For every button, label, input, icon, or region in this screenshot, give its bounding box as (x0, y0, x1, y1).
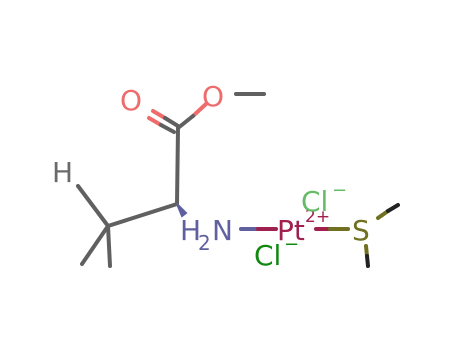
atom-cl-bottom: Cl (254, 239, 281, 272)
atom-o-ester: O (202, 80, 224, 113)
bond-o-ester-carbonyl-c-2 (176, 114, 195, 130)
bond-alpha-n-wedge (176, 203, 188, 218)
atom-cl-top: Cl (301, 185, 328, 218)
bond-carbonyl-double-1 (151, 109, 167, 120)
atom-pt: Pt (277, 214, 305, 247)
atom-cl-top-charge: − (332, 180, 347, 201)
atom-s: S (352, 214, 370, 247)
bond-carbonyl-double-2 (147, 116, 163, 127)
atom-h-stereo: H (52, 156, 73, 189)
bond-alpha-tert (106, 202, 179, 228)
bond-carbonyl-double-2b (159, 123, 176, 134)
bond-o-ester-carbonyl-c (191, 102, 208, 118)
bond-tert-methyl-2 (106, 224, 112, 268)
atom-nh2-h: H (180, 214, 201, 247)
bond-carbonyl-double-1b (163, 116, 180, 128)
atom-o-carbonyl: O (120, 84, 142, 117)
bond-s-methyl-up-s (376, 209, 390, 220)
atom-nh2-subscript: 2 (198, 231, 211, 255)
atom-n: N (212, 214, 233, 247)
bond-s-methyl-down-c (365, 254, 370, 268)
bond-tert-methyl-1 (80, 224, 110, 266)
bond-s-methyl-up-c (386, 203, 400, 213)
bond-carbonyl-alpha (175, 126, 180, 206)
bond-tert-h (76, 184, 110, 228)
atom-cl-bottom-charge: − (284, 234, 299, 255)
atom-pt-charge: 2+ (305, 207, 330, 227)
